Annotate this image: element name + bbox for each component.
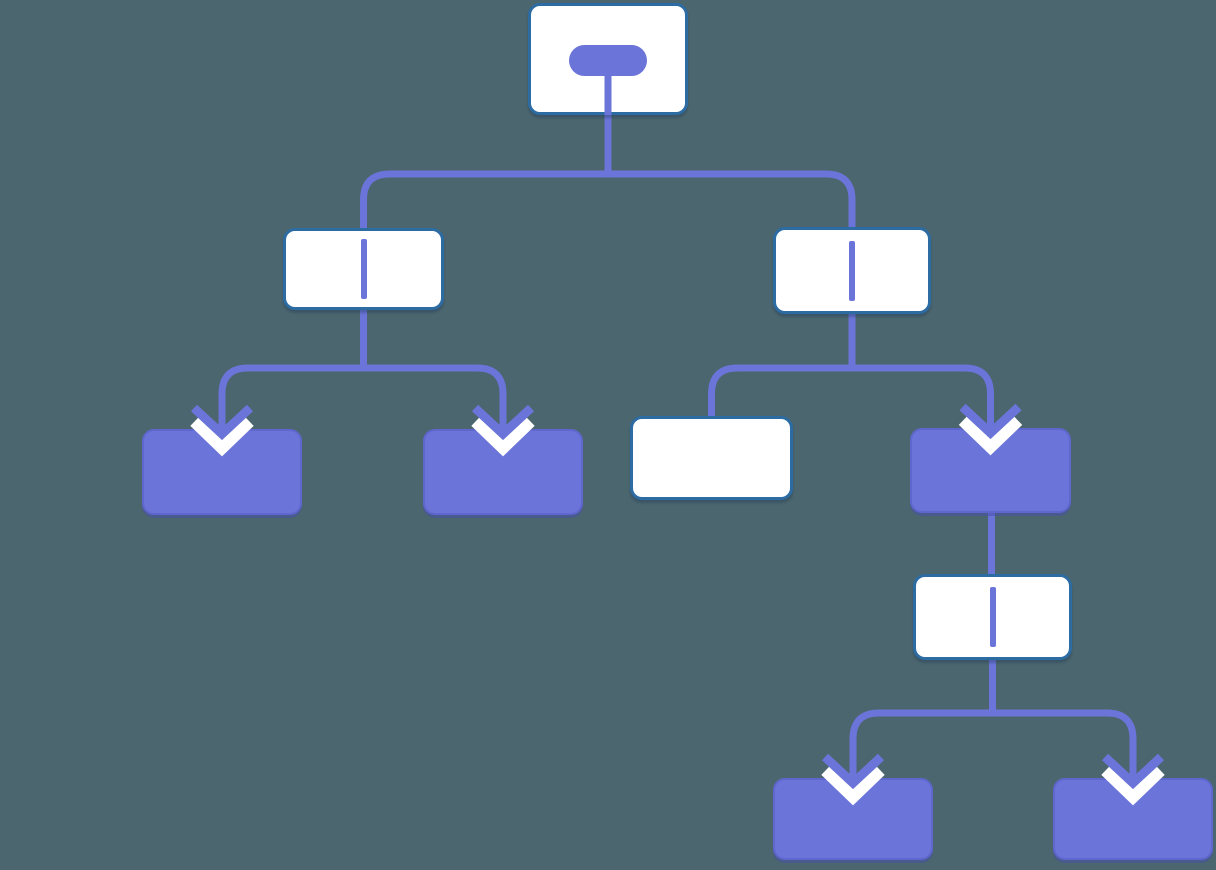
node-child-white[interactable] bbox=[630, 416, 793, 500]
node-branch-left[interactable] bbox=[283, 228, 444, 310]
divider-bar-decoration bbox=[989, 587, 996, 647]
divider-bar-decoration bbox=[360, 239, 367, 299]
node-branch-lower[interactable] bbox=[913, 574, 1072, 660]
node-leaf-bottom-1[interactable] bbox=[773, 778, 933, 860]
divider-bar-decoration bbox=[849, 240, 855, 301]
node-root[interactable] bbox=[528, 3, 688, 115]
node-branch-right[interactable] bbox=[773, 227, 931, 314]
node-leaf-left-1[interactable] bbox=[142, 429, 302, 515]
node-leaf-left-2[interactable] bbox=[423, 429, 583, 515]
root-pill-decoration bbox=[569, 45, 647, 76]
node-child-purple[interactable] bbox=[910, 428, 1071, 513]
node-leaf-bottom-2[interactable] bbox=[1053, 778, 1213, 860]
root-pill-stem bbox=[604, 74, 612, 115]
